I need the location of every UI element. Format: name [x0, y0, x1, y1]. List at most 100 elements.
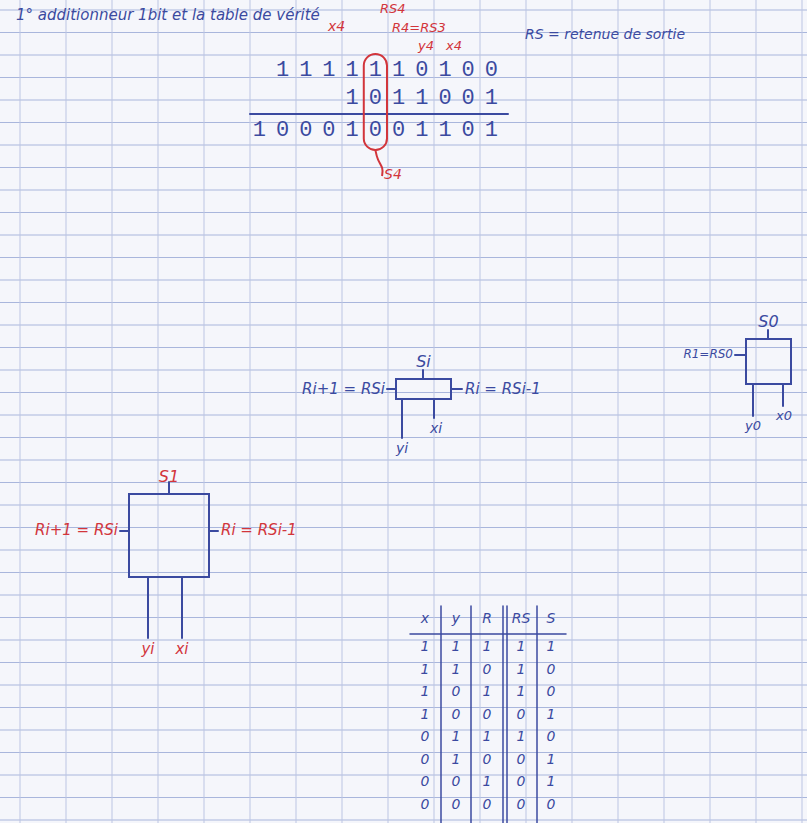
table-cell: 0	[517, 706, 526, 723]
grid-line	[0, 595, 807, 596]
signal-name: Ri+1 = RSi	[35, 521, 118, 539]
grid-line	[0, 820, 807, 821]
grid-line	[0, 167, 807, 168]
table-cell: 1	[517, 661, 526, 678]
table-cell: x	[421, 610, 429, 627]
table-cell: 0	[421, 796, 430, 813]
table-cell: 1	[517, 683, 526, 700]
binary-number: 1011001	[346, 86, 508, 112]
table-cell: 1	[452, 638, 461, 655]
grid-line	[526, 0, 527, 823]
signal-name: R4=RS3	[392, 20, 446, 36]
table-cell: 0	[517, 773, 526, 790]
table-cell: 1	[452, 661, 461, 678]
table-cell: 0	[452, 706, 461, 723]
grid-line	[0, 550, 807, 551]
grid-line	[0, 325, 807, 326]
grid-line	[0, 145, 807, 146]
page-title: 1° additionneur 1bit et la table de véri…	[16, 6, 320, 24]
table-cell: S	[547, 610, 556, 627]
table-cell: 0	[452, 796, 461, 813]
table-cell: 1	[547, 751, 556, 768]
sum-output: S1	[159, 467, 179, 486]
grid-line	[204, 0, 205, 823]
table-cell: 0	[452, 683, 461, 700]
grid-line	[0, 707, 807, 708]
grid-line	[112, 0, 113, 823]
signal-name: y0	[745, 418, 761, 434]
table-cell: R	[482, 610, 492, 627]
grid-line	[0, 302, 807, 303]
signal-name: S4	[384, 166, 402, 183]
grid-line	[0, 752, 807, 753]
signal-name: yi	[396, 440, 408, 457]
signal-name: y4	[418, 38, 434, 54]
binary-number: 10001001101	[253, 118, 508, 144]
table-cell: 1	[483, 638, 492, 655]
table-cell: 1	[452, 728, 461, 745]
signal-name: Ri = RSi-1	[465, 380, 541, 398]
table-cell: 0	[421, 728, 430, 745]
grid-line	[0, 55, 807, 56]
bracket-tail	[375, 150, 382, 176]
sum-output: S0	[758, 312, 778, 331]
grid-line	[0, 280, 807, 281]
table-cell: 1	[547, 706, 556, 723]
grid-line	[66, 0, 67, 823]
grid-line	[0, 212, 807, 213]
grid-line	[0, 775, 807, 776]
grid-line	[20, 0, 21, 823]
grid-line	[664, 0, 665, 823]
table-cell: 1	[452, 751, 461, 768]
adder-block: S0	[745, 338, 792, 385]
table-cell: 1	[517, 728, 526, 745]
grid-line	[618, 0, 619, 823]
table-cell: 0	[421, 773, 430, 790]
grid-line	[0, 190, 807, 191]
table-cell: RS	[512, 610, 531, 627]
adder-block: Si	[395, 378, 452, 400]
signal-name: xi	[430, 420, 442, 437]
grid-line	[0, 482, 807, 483]
signal-name: RS4	[380, 1, 406, 17]
binary-number: 1111110100	[276, 58, 508, 84]
table-cell: 1	[547, 773, 556, 790]
table-cell: 0	[547, 683, 556, 700]
adder-block: S1	[128, 493, 210, 578]
signal-name: x4	[328, 18, 345, 35]
table-cell: 0	[483, 751, 492, 768]
signal-name: xi	[175, 640, 188, 658]
grid-line	[756, 0, 757, 823]
table-cell: 0	[517, 751, 526, 768]
table-cell: 0	[421, 751, 430, 768]
grid-line	[0, 235, 807, 236]
table-cell: 1	[483, 728, 492, 745]
signal-name: Ri = RSi-1	[221, 521, 297, 539]
table-cell: 1	[421, 661, 430, 678]
table-cell: 1	[421, 683, 430, 700]
grid-line	[0, 797, 807, 798]
table-cell: 1	[517, 638, 526, 655]
grid-line	[158, 0, 159, 823]
signal-name: RS = retenue de sortie	[525, 26, 685, 43]
table-cell: 1	[483, 683, 492, 700]
signal-name: x4	[446, 38, 462, 54]
grid-line	[0, 257, 807, 258]
grid-line	[0, 505, 807, 506]
table-cell: 1	[421, 638, 430, 655]
grid-line	[0, 572, 807, 573]
table-cell: 0	[547, 796, 556, 813]
grid-line	[0, 685, 807, 686]
table-cell: 0	[517, 796, 526, 813]
grid-line	[802, 0, 803, 823]
table-cell: 0	[483, 796, 492, 813]
table-cell: 0	[452, 773, 461, 790]
grid-line	[0, 392, 807, 393]
grid-line	[0, 415, 807, 416]
table-cell: 0	[483, 706, 492, 723]
grid-line	[250, 0, 251, 823]
grid-line	[0, 617, 807, 618]
signal-name: x0	[776, 408, 792, 424]
grid-line	[0, 437, 807, 438]
